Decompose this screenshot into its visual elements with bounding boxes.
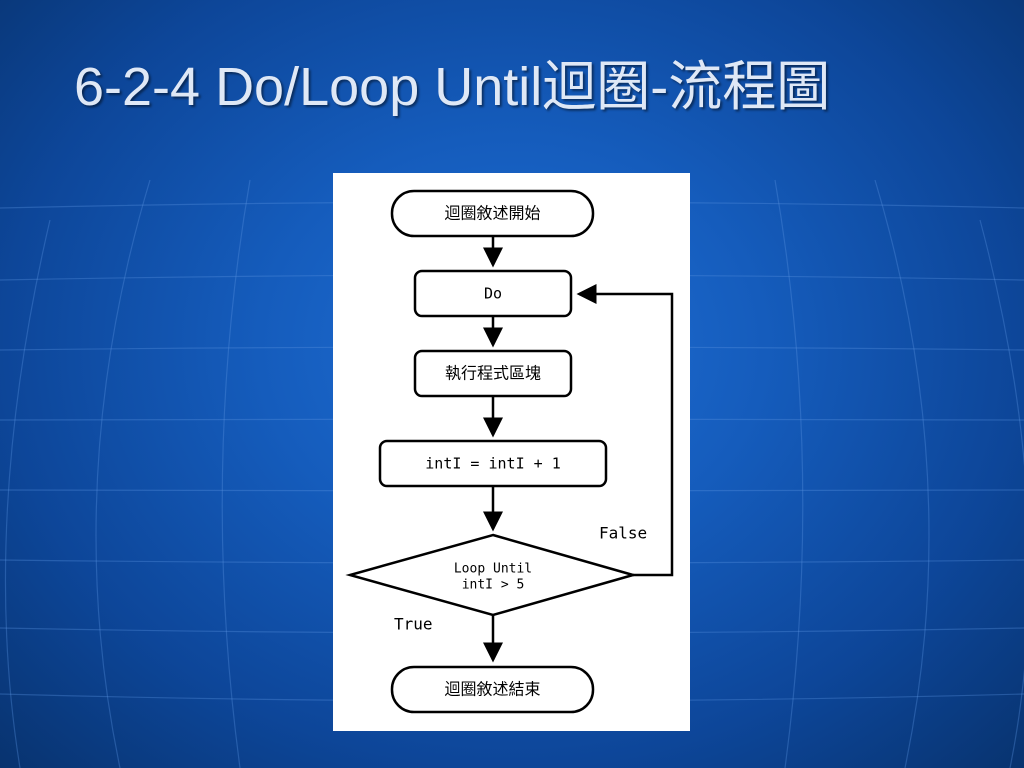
slide-title: 6-2-4 Do/Loop Until迴圈-流程圖	[74, 57, 831, 117]
end-node-label: 迴圈敘述結束	[444, 680, 540, 699]
do-node-label: Do	[484, 285, 502, 303]
condition-label-line2: intI > 5	[462, 578, 525, 593]
flowchart-diagram: 迴圈敘述開始 Do 執行程式區塊 intI = intI + 1 Loop Un…	[345, 189, 674, 714]
arrow-false-loop-to-do	[576, 284, 674, 577]
start-node-label: 迴圈敘述開始	[444, 204, 540, 223]
end-node	[390, 665, 595, 714]
true-branch-label: True	[394, 615, 433, 634]
false-branch-label: False	[599, 524, 647, 543]
increment-node-label: intI = intI + 1	[425, 455, 560, 473]
flowchart-panel: 迴圈敘述開始 Do 執行程式區塊 intI = intI + 1 Loop Un…	[333, 173, 690, 731]
block-node-label: 執行程式區塊	[445, 364, 541, 383]
condition-label-line1: Loop Until	[454, 562, 532, 577]
